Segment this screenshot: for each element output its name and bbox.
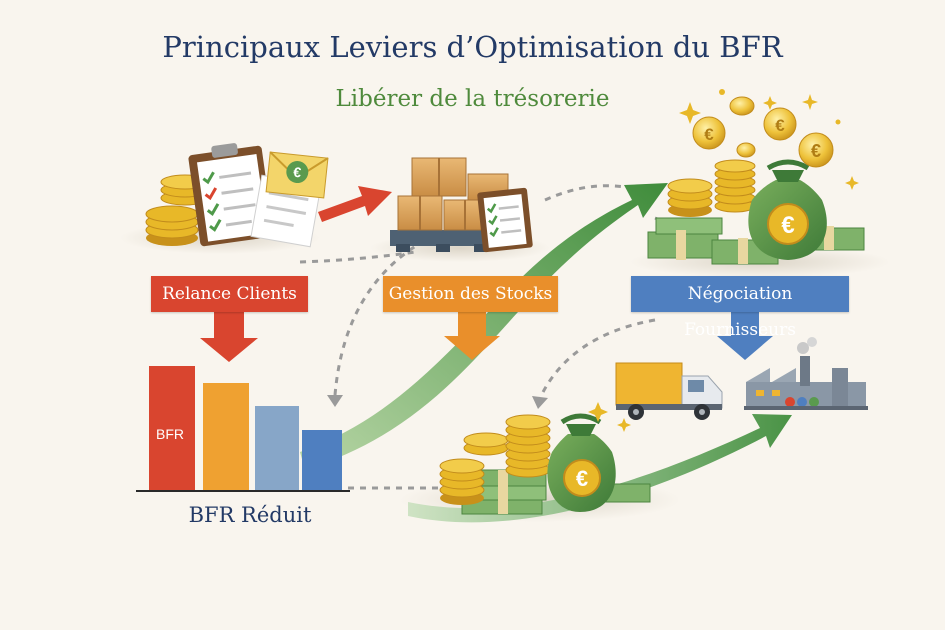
sparkle-icon bbox=[679, 102, 701, 124]
coin-icon: € bbox=[763, 107, 797, 141]
page-title: Principaux Leviers d’Optimisation du BFR bbox=[162, 30, 783, 64]
coin-icon: € bbox=[798, 132, 834, 168]
dashed-connectors bbox=[299, 184, 691, 490]
sparkle-icon bbox=[588, 402, 608, 422]
bfr-bar bbox=[302, 430, 342, 490]
sparkle-icon bbox=[763, 96, 777, 110]
dashed-connector bbox=[544, 184, 631, 202]
sparkle-icon bbox=[845, 176, 859, 190]
banknote-stack-icon bbox=[461, 469, 651, 515]
dashed-connector bbox=[333, 233, 436, 396]
bfr-bar-label: BFR bbox=[156, 426, 184, 442]
bfr-bar-chart bbox=[136, 366, 350, 492]
sparkle-dot bbox=[835, 119, 841, 125]
dashed-arrowhead bbox=[327, 395, 343, 407]
sparkle-dot bbox=[719, 89, 725, 95]
factory-icon bbox=[744, 337, 868, 410]
dashed-connector bbox=[299, 250, 416, 264]
coin-icon bbox=[729, 96, 755, 116]
coin-stack-icon bbox=[667, 159, 756, 217]
down-arrow-icon bbox=[444, 312, 500, 360]
sparkle-icons bbox=[679, 89, 859, 190]
lever-gestion-stocks: Gestion des Stocks bbox=[383, 276, 558, 312]
lever-negociation-fournisseurs: Négociation Fournisseurs bbox=[631, 276, 849, 340]
coin-icon: € bbox=[692, 116, 726, 150]
euro-symbol: € bbox=[781, 212, 794, 239]
bfr-bar bbox=[203, 383, 249, 490]
flying-coins: € € € bbox=[692, 96, 834, 168]
coin-stack-icon bbox=[439, 414, 551, 505]
delivery-truck-icon bbox=[615, 362, 723, 420]
invoice-envelope-icon: € bbox=[265, 151, 329, 199]
dashed-arrowhead bbox=[532, 396, 548, 409]
sparkle-icons bbox=[588, 402, 631, 432]
bfr-bar bbox=[255, 406, 299, 490]
euro-symbol: € bbox=[811, 141, 821, 161]
euro-symbol: € bbox=[293, 164, 303, 181]
euro-symbol: € bbox=[576, 466, 588, 491]
clipboard-checklist-icon bbox=[188, 143, 274, 247]
euro-symbol: € bbox=[775, 116, 785, 135]
sparkle-icon bbox=[802, 94, 818, 110]
down-arrow-icon bbox=[200, 312, 258, 362]
page-subtitle: Libérer de la trésorerie bbox=[335, 86, 610, 112]
red-arrow-icon bbox=[318, 186, 392, 222]
lever-relance-clients: Relance Clients bbox=[151, 276, 308, 312]
euro-symbol: € bbox=[704, 125, 714, 144]
bfr-caption: BFR Réduit bbox=[188, 503, 312, 527]
boxes-pallet-icon bbox=[390, 157, 509, 252]
dashed-connector bbox=[538, 318, 656, 399]
clipboard-checklist-icon bbox=[477, 187, 533, 253]
down-arrow-icon bbox=[717, 312, 773, 360]
money-bag-icon: € bbox=[748, 159, 827, 260]
bfr-bar bbox=[149, 366, 195, 490]
coin-icon bbox=[736, 142, 756, 158]
money-bag-icon: € bbox=[547, 413, 616, 512]
sparkle-icon bbox=[617, 418, 631, 432]
